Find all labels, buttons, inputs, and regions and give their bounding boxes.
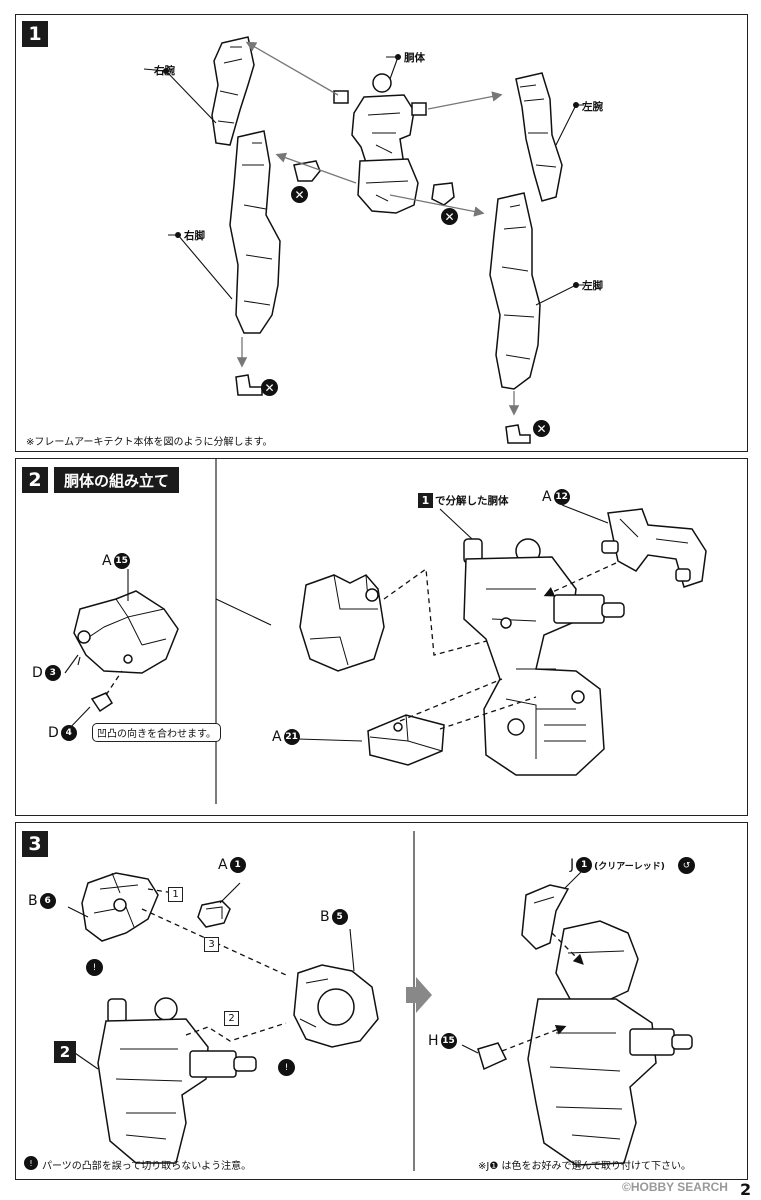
left-arm-part <box>515 72 563 202</box>
sequence-1: 1 <box>168 887 183 902</box>
step1-note: ※フレームアーキテクト本体を図のように分解します。 <box>26 437 273 448</box>
label-step1-ref: 1 で分解した胴体 <box>418 493 509 508</box>
chest-left-part <box>299 574 385 672</box>
watermark: ©HOBBY SEARCH <box>622 1180 728 1194</box>
caution-note-icon: ! <box>24 1156 38 1170</box>
a15-part <box>73 590 179 674</box>
step1-diagram <box>143 36 584 444</box>
remove-mark-2: ✕ <box>441 208 458 225</box>
label-left-arm: 左腕 <box>582 101 603 113</box>
color-choice-icon: ↺ <box>678 857 695 874</box>
j1-part <box>521 884 570 950</box>
step1-number: 1 <box>22 21 48 47</box>
label-left-leg: 左脚 <box>582 280 603 292</box>
label-right-leg: 右脚 <box>184 230 205 242</box>
label-torso: 胴体 <box>404 52 425 64</box>
label-right-arm: 右腕 <box>154 65 175 77</box>
step3-panel: 3 <box>15 822 748 1180</box>
d4-part <box>90 670 123 713</box>
page-number: 2 <box>740 1180 752 1199</box>
left-leg-part <box>489 192 541 390</box>
h15-part <box>477 1042 508 1071</box>
step2-panel: 2 胴体の組み立て <box>15 458 748 816</box>
remove-mark-4: ✕ <box>533 420 550 437</box>
torso-step3-left <box>97 997 257 1164</box>
sequence-2: 2 <box>224 1011 239 1026</box>
torso-part <box>333 73 427 214</box>
right-leg-part <box>229 130 281 334</box>
step2-diagram <box>64 459 707 804</box>
caution-icon-2: ! <box>278 1059 295 1076</box>
step2-number: 2 <box>22 467 48 493</box>
color-note: ※J❶ は色をお好みで選んで取り付けて下さい。 <box>478 1161 691 1172</box>
a21-part <box>367 714 445 766</box>
ref-step2-badge: 2 <box>54 1041 76 1063</box>
foot-joint-part-2 <box>505 424 531 444</box>
step2-title: 胴体の組み立て <box>54 467 180 493</box>
step3-diagram <box>67 831 693 1171</box>
main-torso-part <box>463 538 625 776</box>
ref-step1-badge: 1 <box>418 493 433 508</box>
a12-part <box>601 508 707 588</box>
joint-part-2 <box>431 182 455 206</box>
b6-part <box>81 872 159 942</box>
step1-panel: 1 <box>15 14 748 452</box>
align-note: 凹凸の向きを合わせます。 <box>92 723 221 742</box>
caution-icon-1: ! <box>86 959 103 976</box>
sequence-3: 3 <box>204 937 219 952</box>
right-arm-part <box>211 36 255 146</box>
a1-part <box>197 900 231 928</box>
remove-mark-1: ✕ <box>291 186 308 203</box>
torso-step3-right <box>527 920 693 1166</box>
remove-mark-3: ✕ <box>261 379 278 396</box>
warning-note: パーツの凸部を誤って切り取らないよう注意。 <box>42 1161 252 1172</box>
foot-joint-part-1 <box>235 374 263 396</box>
step3-number: 3 <box>22 831 48 857</box>
b5-part <box>293 964 379 1048</box>
joint-part-1 <box>293 160 321 182</box>
